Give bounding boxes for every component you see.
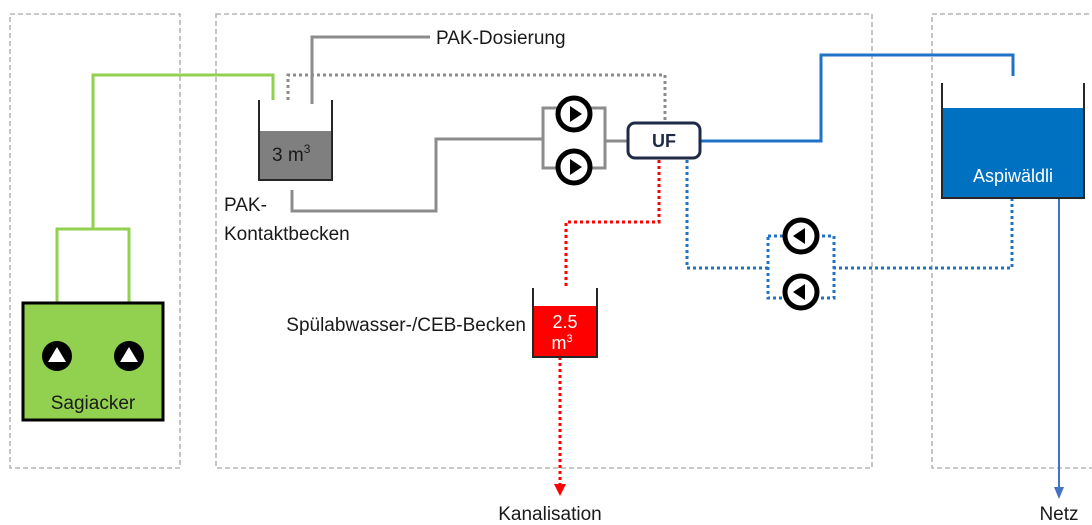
spuel-tank-unit-superscript: 3 [566, 333, 572, 345]
spuel-tank-outline [532, 288, 598, 358]
spuel-tank-volume: 2.5 [552, 312, 577, 332]
pak-tank-unit-superscript: 3 [304, 142, 311, 156]
pump-right-icon [555, 95, 593, 133]
pump-right-icon [555, 148, 593, 186]
spuel-tank-unit: m3 [551, 333, 572, 353]
grey-dotted-recirculation [286, 73, 667, 120]
kanalisation-arrow-head [554, 484, 566, 496]
spuel-becken-label: Spülabwasser-/CEB-Becken [286, 315, 526, 336]
kanalisation-label: Kanalisation [498, 504, 602, 525]
pak-kontakt-label-line2: Kontaktbecken [224, 224, 350, 245]
netz-label: Netz [1039, 504, 1078, 525]
pump-left-icon [782, 273, 820, 311]
pak-tank-volume: 3 m [272, 145, 304, 166]
region-sagiacker [9, 13, 181, 469]
pak-tank-fill [260, 131, 331, 179]
pak-dosing-line [310, 35, 430, 104]
pak-tank-outline [258, 100, 333, 181]
grey-feed-line [290, 137, 543, 213]
green-supply-line [55, 73, 275, 303]
spuel-tank-unit-m: m [551, 333, 566, 353]
aspiwaeldli-fill [943, 108, 1083, 197]
aspiwaeldli-label: Aspiwäldli [973, 166, 1053, 186]
netz-arrow-head [1054, 487, 1064, 499]
uf-unit [626, 121, 702, 160]
uf-label: UF [652, 131, 676, 151]
pump-left-icon [782, 217, 820, 255]
pump-up-icon [42, 341, 72, 371]
aspiwaeldli-outline [941, 83, 1085, 199]
blue-solid-line [701, 53, 1015, 143]
pak-kontakt-label-line1: PAK- [224, 195, 267, 216]
region-treatment [215, 13, 873, 469]
pump-up-icon [114, 341, 144, 371]
red-dotted-line [558, 160, 661, 484]
region-aspiwaeldli [931, 13, 1092, 469]
sagiacker-label: Sagiacker [51, 393, 136, 414]
pak-dosierung-label: PAK-Dosierung [436, 28, 566, 49]
pak-tank-label: 3 m3 [272, 142, 311, 166]
spuel-tank-fill [534, 306, 596, 356]
